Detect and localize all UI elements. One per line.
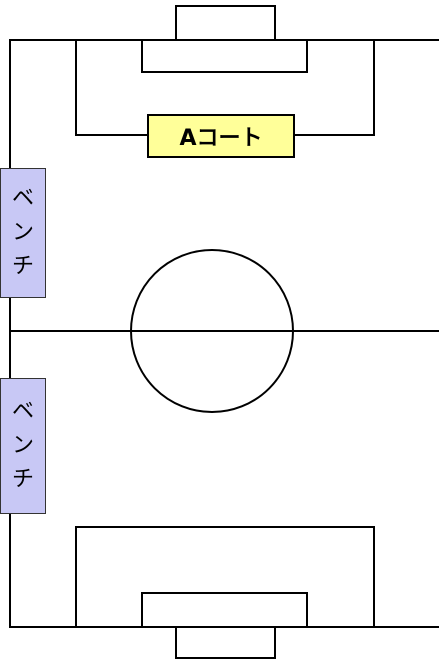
bench-char: ン: [11, 220, 34, 245]
bench-char: ン: [11, 433, 34, 458]
bench-bottom: ベ ン チ: [0, 378, 46, 514]
bench-char: チ: [11, 254, 34, 279]
bench-char: ベ: [11, 399, 34, 424]
top-goal: [175, 5, 276, 41]
top-goal-area: [141, 39, 308, 73]
bottom-goal: [175, 626, 276, 659]
bench-char: チ: [11, 467, 34, 492]
bench-top: ベ ン チ: [0, 168, 46, 298]
bottom-goal-area: [141, 592, 308, 628]
bottom-penalty-area: [75, 526, 375, 627]
court-label: Aコート: [147, 114, 295, 158]
center-circle: [130, 249, 294, 413]
bench-char: ベ: [11, 186, 34, 211]
